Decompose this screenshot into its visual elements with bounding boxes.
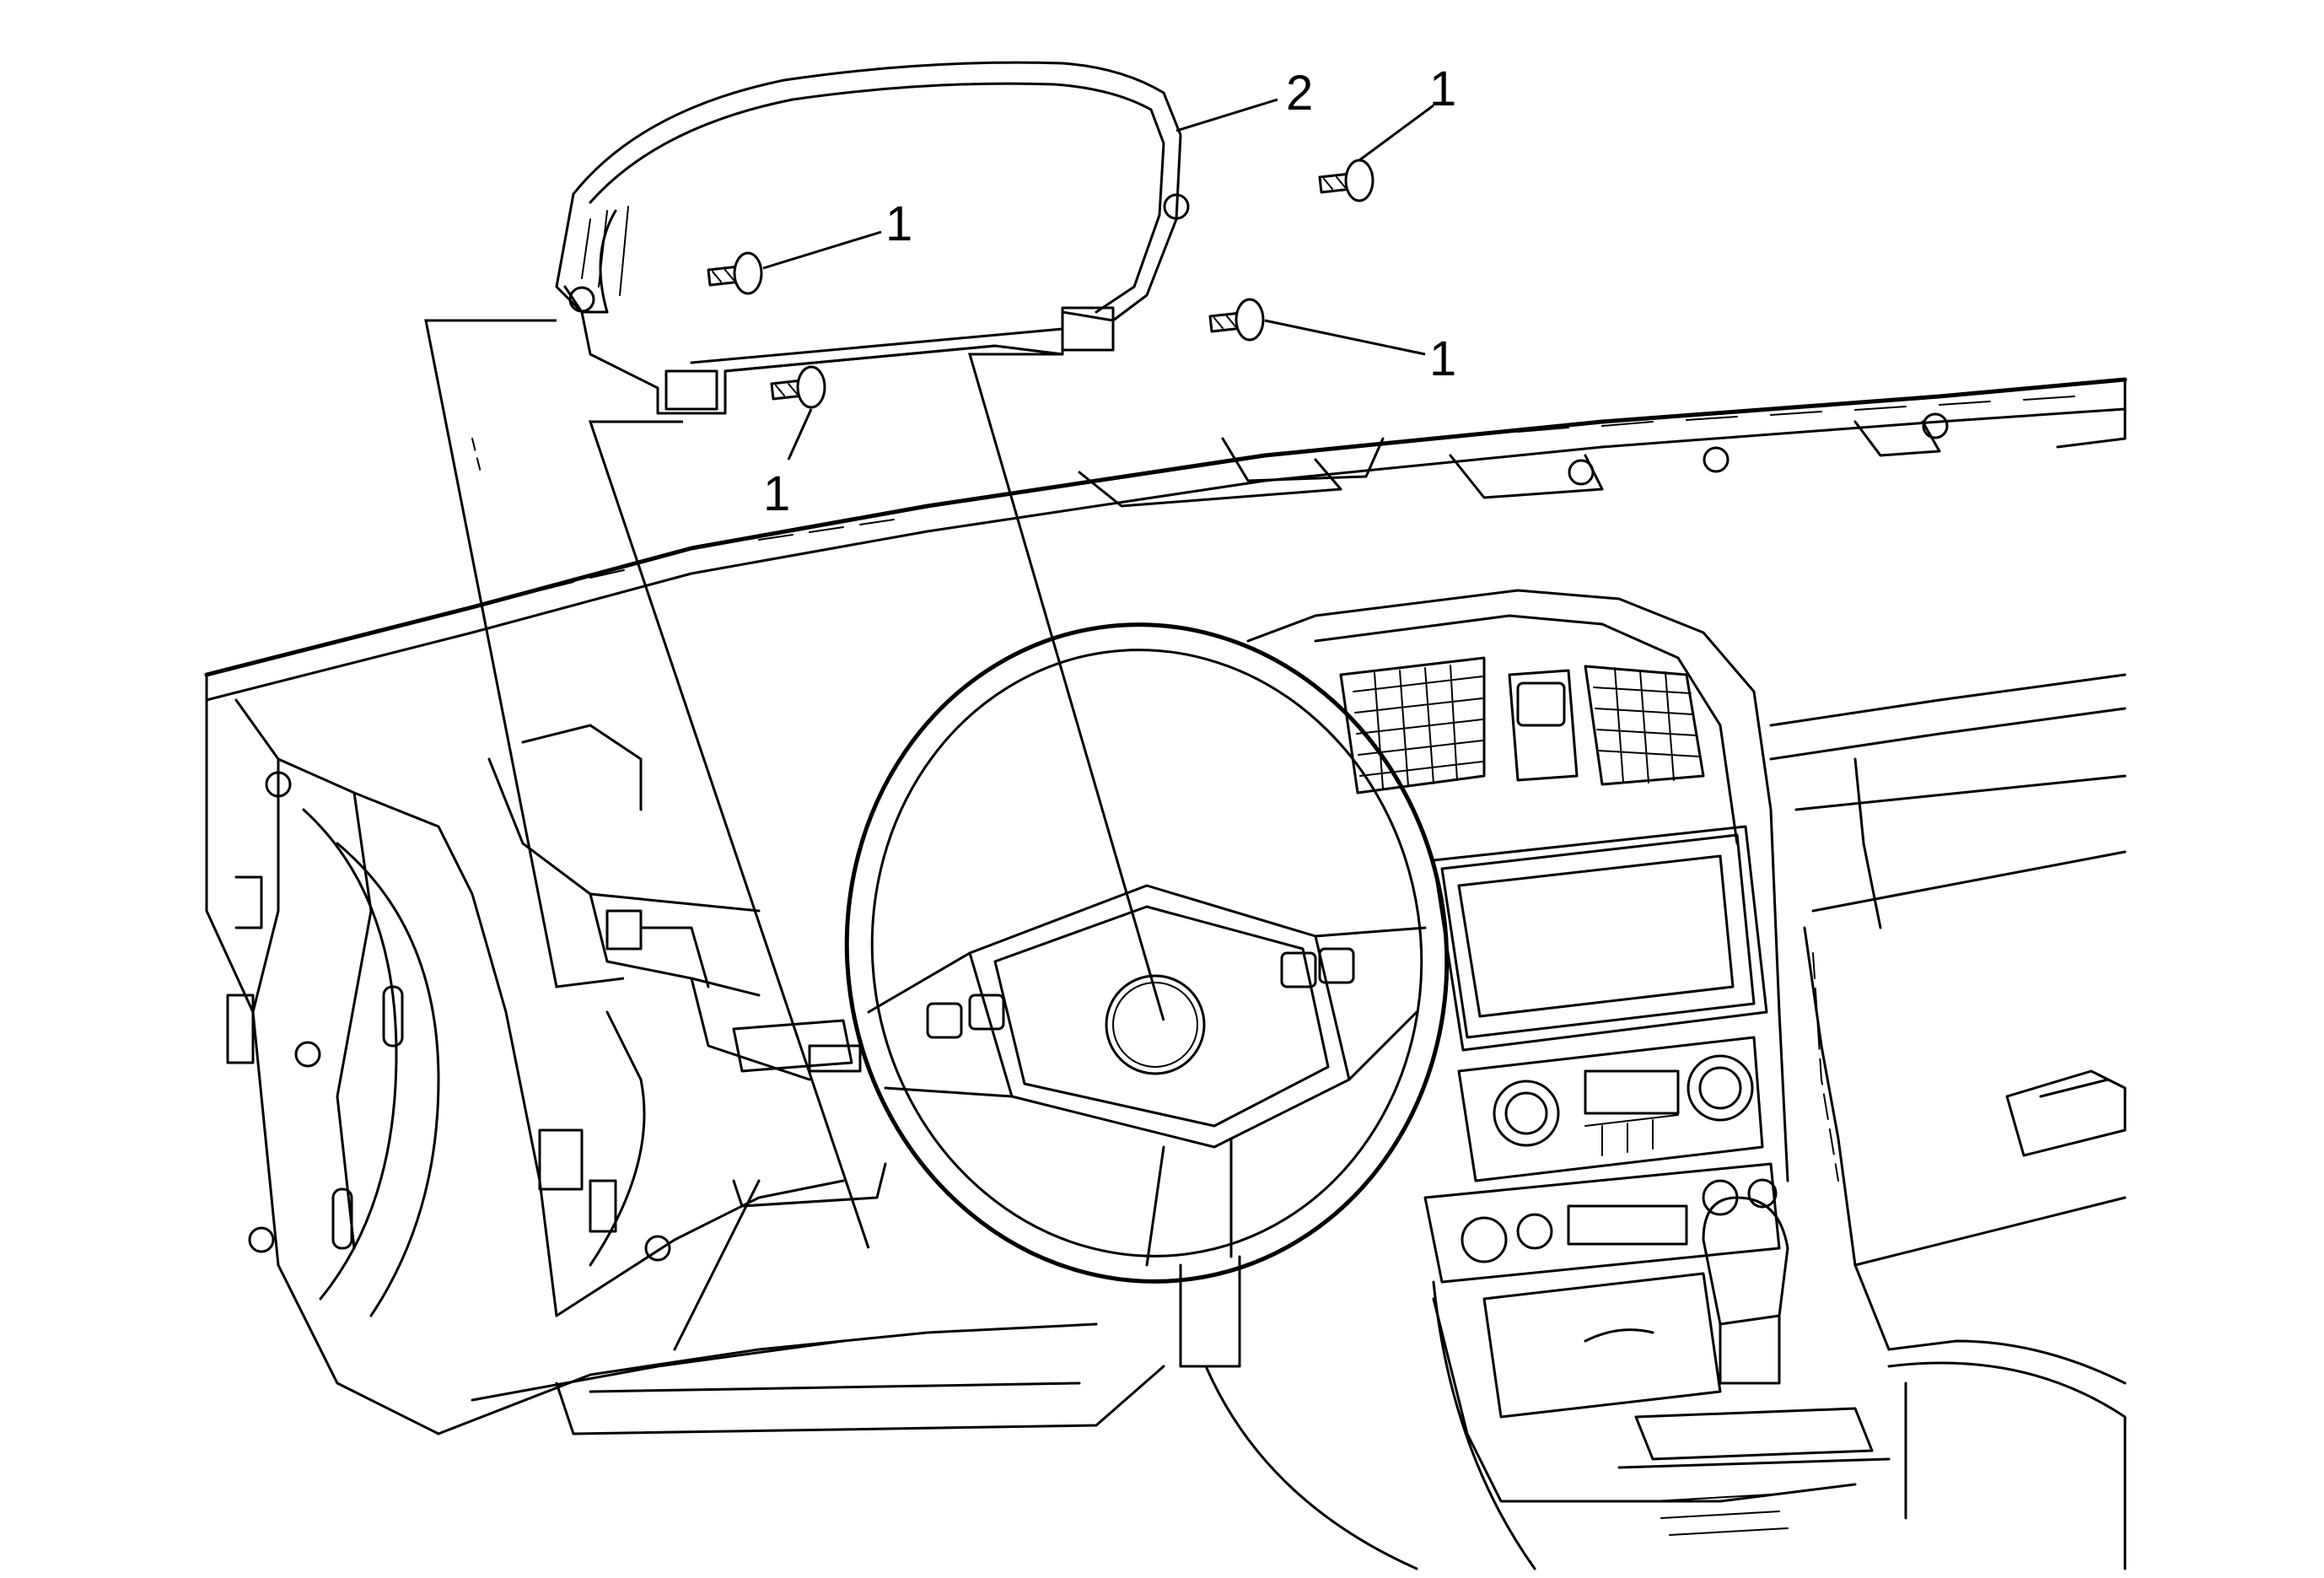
instrument-panel <box>204 377 2128 1570</box>
steering-wheel <box>844 622 1450 1570</box>
screws <box>707 159 1374 409</box>
instrument-cluster <box>555 61 1190 415</box>
callout-label: 2 <box>1286 66 1313 121</box>
callout-label: 1 <box>763 466 790 521</box>
air-vents <box>1339 656 1705 794</box>
alignment-lines <box>424 319 1165 1249</box>
climate-controls <box>1457 1036 1764 1182</box>
callouts: 1 2 1 1 1 <box>762 62 1456 521</box>
screw-icon <box>1318 159 1374 202</box>
center-console <box>1423 1162 1891 1536</box>
screw-icon <box>1208 298 1265 342</box>
display-screen <box>1432 825 1768 1052</box>
callout-label: 1 <box>1429 62 1456 116</box>
callout-label: 1 <box>1429 331 1456 386</box>
screw-icon <box>707 251 763 295</box>
screw-icon <box>770 365 826 409</box>
callout-label: 1 <box>885 197 912 251</box>
